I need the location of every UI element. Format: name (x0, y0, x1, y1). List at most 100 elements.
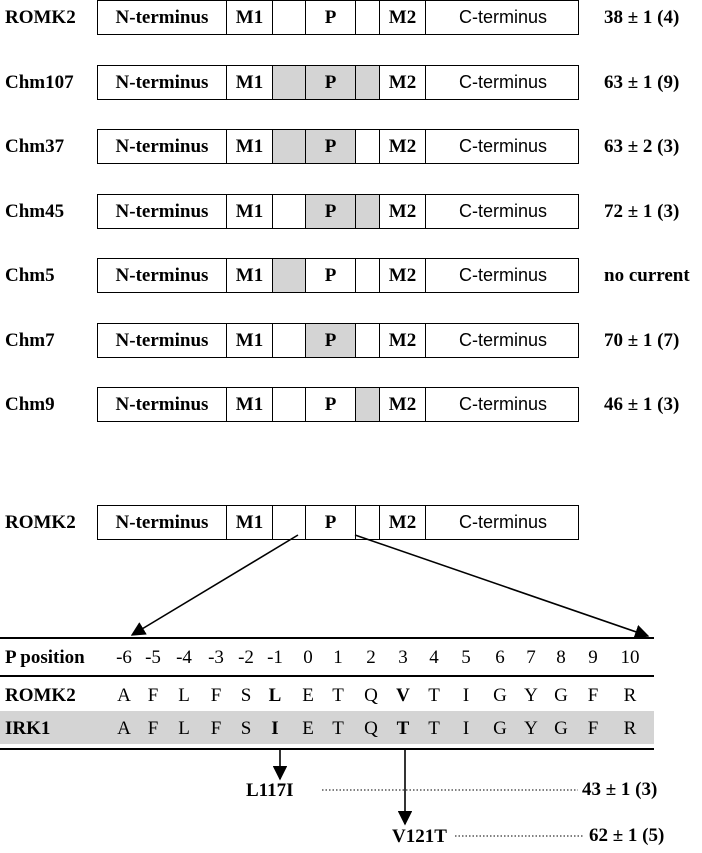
arrow-right (354, 534, 650, 639)
segment-n-terminus: N-terminus (98, 259, 227, 292)
residue-cell: G (554, 718, 568, 739)
segment-m1: M1 (227, 324, 273, 357)
construct-result: 70 ± 1 (7) (604, 330, 680, 351)
residue-cell: T (396, 718, 410, 739)
table-mid-rule (0, 675, 654, 677)
segment-n-terminus: N-terminus (98, 506, 227, 539)
position-cell: 0 (303, 647, 313, 668)
arrow-left (130, 534, 299, 636)
segment-c-terminus: C-terminus (458, 7, 547, 27)
construct-name: Chm7 (5, 330, 55, 351)
mutation-v121t-label: V121T (392, 826, 447, 847)
construct-result: 63 ± 2 (3) (604, 136, 680, 157)
position-cell: 9 (588, 647, 598, 668)
segment-linker-1 (273, 324, 306, 357)
segment-m1: M1 (227, 259, 273, 292)
position-cell: -1 (267, 647, 283, 668)
segment-m2: M2 (380, 324, 426, 357)
construct-result: 72 ± 1 (3) (604, 201, 680, 222)
segment-n-terminus: N-terminus (98, 388, 227, 421)
position-cell: 1 (333, 647, 343, 668)
segment-m2: M2 (380, 195, 426, 228)
segment-m1: M1 (227, 195, 273, 228)
position-cell: -6 (116, 647, 132, 668)
segment-n-terminus: N-terminus (98, 1, 227, 34)
residue-cell: F (210, 718, 222, 739)
position-label: P position (5, 647, 85, 668)
segment-m2: M2 (380, 259, 426, 292)
segment-linker-2 (356, 324, 380, 357)
residue-cell: T (428, 685, 440, 706)
construct-name: Chm5 (5, 265, 55, 286)
residue-cell: I (462, 685, 470, 706)
segment-linker-1 (273, 130, 306, 163)
segment-c-terminus: C-terminus (458, 136, 547, 156)
position-cell: 3 (398, 647, 408, 668)
segment-c-terminus: C-terminus (458, 265, 547, 285)
expanded-construct-name: ROMK2 (5, 512, 76, 533)
segment-linker-1 (273, 506, 306, 539)
construct-name: Chm107 (5, 72, 74, 93)
construct-result: no current (604, 265, 690, 286)
residue-cell: L (178, 718, 190, 739)
residue-cell: E (302, 718, 314, 739)
residue-cell: F (587, 685, 599, 706)
segment-linker-1 (273, 66, 306, 99)
segment-linker-2 (356, 506, 380, 539)
construct-name: Chm37 (5, 136, 65, 157)
position-cell: 6 (495, 647, 505, 668)
segment-linker-2 (356, 66, 380, 99)
segment-linker-2 (356, 388, 380, 421)
residue-cell: I (271, 718, 279, 739)
sequence-row-name: ROMK2 (5, 685, 76, 706)
table-bottom-rule (0, 748, 654, 750)
segment-n-terminus: N-terminus (98, 195, 227, 228)
position-cell: 2 (366, 647, 376, 668)
residue-cell: R (623, 718, 637, 739)
position-cell: -5 (145, 647, 161, 668)
residue-cell: F (147, 718, 159, 739)
residue-cell: E (302, 685, 314, 706)
position-cell: 4 (429, 647, 439, 668)
segment-m2: M2 (380, 130, 426, 163)
residue-cell: T (332, 718, 344, 739)
segment-p: P (306, 130, 356, 163)
segment-linker-2 (356, 195, 380, 228)
segment-linker-2 (356, 1, 380, 34)
residue-cell: G (493, 685, 507, 706)
segment-m1: M1 (227, 130, 273, 163)
segment-m1: M1 (227, 1, 273, 34)
residue-cell: S (240, 718, 252, 739)
segment-m1: M1 (227, 506, 273, 539)
residue-cell: R (623, 685, 637, 706)
residue-cell: F (147, 685, 159, 706)
segment-linker-2 (356, 130, 380, 163)
segment-m1: M1 (227, 388, 273, 421)
position-cell: 7 (526, 647, 536, 668)
residue-cell: S (240, 685, 252, 706)
segment-c-terminus: C-terminus (458, 330, 547, 350)
segment-p: P (306, 259, 356, 292)
construct-name: Chm45 (5, 201, 65, 222)
position-cell: 8 (556, 647, 566, 668)
segment-c-terminus: C-terminus (458, 201, 547, 221)
residue-cell: Y (524, 685, 538, 706)
mutation-l117i-result: 43 ± 1 (3) (582, 779, 658, 800)
segment-n-terminus: N-terminus (98, 130, 227, 163)
segment-p: P (306, 506, 356, 539)
segment-c-terminus: C-terminus (458, 394, 547, 414)
position-cell: 5 (461, 647, 471, 668)
segment-c-terminus: C-terminus (458, 512, 547, 532)
construct-result: 63 ± 1 (9) (604, 72, 680, 93)
segment-c-terminus: C-terminus (458, 72, 547, 92)
construct-name: Chm9 (5, 394, 55, 415)
table-top-rule (0, 637, 654, 639)
segment-n-terminus: N-terminus (98, 324, 227, 357)
residue-cell: G (554, 685, 568, 706)
